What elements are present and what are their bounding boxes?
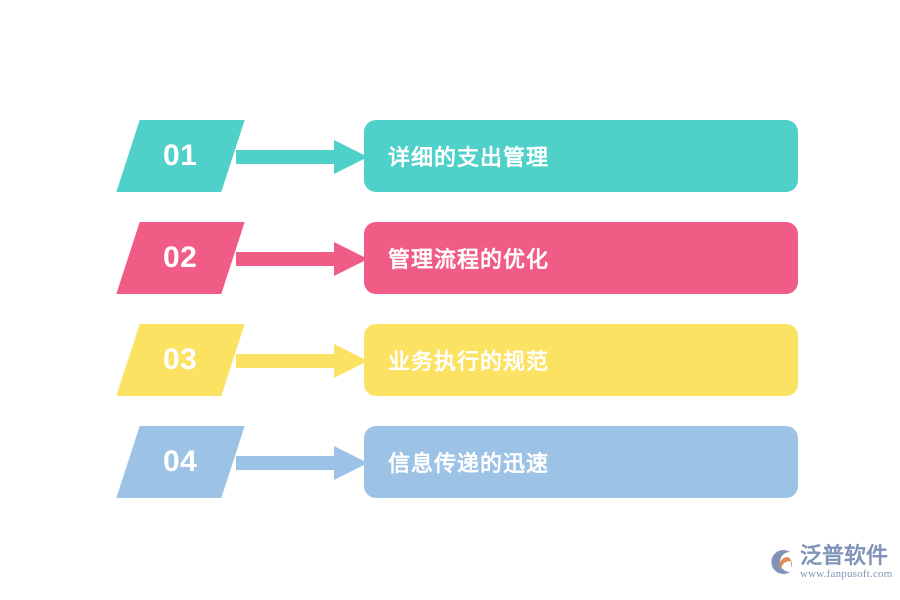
step-number-badge[interactable]: 02 [116, 222, 245, 294]
step-number-label: 03 [163, 343, 198, 376]
arrow-right-icon [236, 344, 368, 378]
step-number-badge[interactable]: 04 [116, 426, 245, 498]
flow-row: 04 信息传递的迅速 [0, 426, 900, 498]
flow-row: 02 管理流程的优化 [0, 222, 900, 294]
step-number-label: 01 [163, 139, 198, 172]
logo-website-url: www.fanpusoft.com [800, 568, 893, 580]
arrow-right-icon [236, 446, 368, 480]
arrow-right-icon [236, 242, 368, 276]
step-label-text: 管理流程的优化 [388, 247, 550, 272]
step-label-bar[interactable]: 信息传递的迅速 [364, 426, 798, 498]
step-number-badge[interactable]: 03 [116, 324, 245, 396]
flow-row: 01 详细的支出管理 [0, 120, 900, 192]
step-label-text: 信息传递的迅速 [388, 451, 550, 476]
fanpu-swirl-logo-icon [768, 547, 798, 577]
step-label-text: 业务执行的规范 [388, 349, 550, 374]
step-label-text: 详细的支出管理 [388, 145, 550, 170]
logo-company-name: 泛普软件 [800, 542, 889, 568]
watermark-logo: 泛普软件 www.fanpusoft.com [768, 536, 892, 588]
step-number-label: 02 [163, 241, 198, 274]
flow-row: 03 业务执行的规范 [0, 324, 900, 396]
logo-text-block: 泛普软件 www.fanpusoft.com [800, 544, 893, 580]
step-number-label: 04 [163, 445, 198, 478]
step-number-badge[interactable]: 01 [116, 120, 245, 192]
arrow-right-icon [236, 140, 368, 174]
step-label-bar[interactable]: 详细的支出管理 [364, 120, 798, 192]
step-label-bar[interactable]: 业务执行的规范 [364, 324, 798, 396]
step-label-bar[interactable]: 管理流程的优化 [364, 222, 798, 294]
